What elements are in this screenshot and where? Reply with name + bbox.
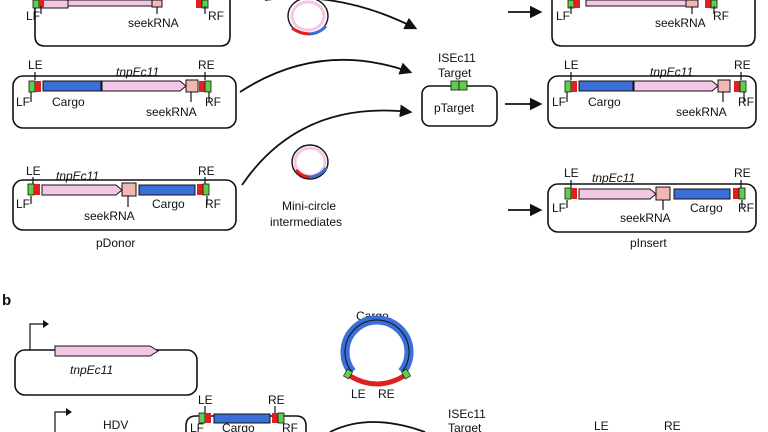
plasmid-middle-right: LE RE tnpEc11 LF Cargo seekRNA RF <box>547 58 757 129</box>
label-re: RE <box>198 58 215 72</box>
label-lf: LF <box>16 95 30 109</box>
arrow-curve-pb <box>329 421 426 432</box>
arrow-curve-bottom <box>241 104 413 186</box>
minicircle-top <box>287 0 329 36</box>
label-tnpec11-pb: tnpEc11 <box>70 363 113 377</box>
label-rf-pb: RF <box>282 421 298 432</box>
minicircle-middle <box>291 144 329 180</box>
label-re-b: RE <box>198 164 215 178</box>
plasmid-middle-left: LE RE tnpEc11 LF Cargo seekRNA RF <box>12 58 237 129</box>
plasmid-donor-pb: LE RE LF Cargo RF <box>185 393 307 432</box>
label-ptarget: pTarget <box>434 101 475 115</box>
label-tnpec11-b: tnpEc11 <box>56 169 99 183</box>
label-le-rm: LE <box>564 58 579 72</box>
label-cargo-rm: Cargo <box>588 95 621 109</box>
label-minicircle-2: intermediates <box>270 215 342 229</box>
panel-b-label: b <box>2 292 11 309</box>
arrow-curve-middle <box>239 58 413 93</box>
label-cargo-rb: Cargo <box>690 201 723 215</box>
label-hdv: HDV <box>103 418 128 432</box>
plasmid-bottom-left: LE RE tnpEc11 LF seekRNA Cargo RF <box>12 164 237 231</box>
label-isec11: ISEc11 <box>438 51 476 65</box>
label-isec11-pb: ISEc11 <box>448 407 486 421</box>
label-cargo-pb: Cargo <box>222 421 255 432</box>
label-seekrna-top-right: seekRNA <box>655 16 706 30</box>
label-le-b: LE <box>26 164 41 178</box>
label-lf-top-right: LF <box>556 9 570 23</box>
label-tnpec11-rb: tnpEc11 <box>592 171 635 185</box>
label-minicircle-1: Mini-circle <box>282 199 336 213</box>
cargo-circle: Cargo LE RE <box>340 309 414 401</box>
label-pdonor: pDonor <box>96 236 135 250</box>
label-le: LE <box>28 58 43 72</box>
label-re-pb: RE <box>268 393 285 407</box>
label-rf-top: RF <box>208 9 224 23</box>
arrow-curve-top <box>265 0 418 30</box>
label-le-pb-right: LE <box>594 419 609 432</box>
label-lf-pb: LF <box>190 421 204 432</box>
label-rf-rb: RF <box>738 201 754 215</box>
label-lf-rm: LF <box>552 95 566 109</box>
label-seekrna: seekRNA <box>146 105 197 119</box>
label-target: Target <box>438 66 472 80</box>
label-tnpec11: tnpEc11 <box>116 65 159 79</box>
label-seekrna-rb: seekRNA <box>620 211 671 225</box>
label-re-rb: RE <box>734 166 751 180</box>
plasmid-tnpec11-expression: tnpEc11 <box>14 320 198 396</box>
label-rf-rm: RF <box>738 95 754 109</box>
label-rf-top-right: RF <box>713 9 729 23</box>
label-pinsert: pInsert <box>630 236 667 250</box>
label-rf: RF <box>205 95 221 109</box>
label-re-rm: RE <box>734 58 751 72</box>
label-target-pb: Target <box>448 421 482 432</box>
label-circle-re: RE <box>378 387 395 401</box>
label-cargo: Cargo <box>52 95 85 109</box>
label-seekrna-b: seekRNA <box>84 209 135 223</box>
label-rf-b: RF <box>205 197 221 211</box>
label-lf-rb: LF <box>552 201 566 215</box>
label-re-pb-right: RE <box>664 419 681 432</box>
label-tnpec11-rm: tnpEc11 <box>650 65 693 79</box>
label-circle-le: LE <box>351 387 366 401</box>
label-le-pb: LE <box>198 393 213 407</box>
label-lf-top: LF <box>26 9 40 23</box>
ptarget-plasmid: ISEc11 Target pTarget <box>421 51 498 127</box>
label-seekrna-rm: seekRNA <box>676 105 727 119</box>
plasmid-top-right: LF seekRNA RF <box>551 0 756 47</box>
label-seekrna-top-left: seekRNA <box>128 16 179 30</box>
plasmid-bottom-right: LE RE tnpEc11 LF seekRNA Cargo RF <box>547 166 757 233</box>
label-lf-b: LF <box>16 197 30 211</box>
label-le-rb: LE <box>564 166 579 180</box>
plasmid-top-left: LF seekRNA RF <box>26 0 231 47</box>
plasmid-hdv: HDV <box>54 408 128 432</box>
label-cargo-b: Cargo <box>152 197 185 211</box>
